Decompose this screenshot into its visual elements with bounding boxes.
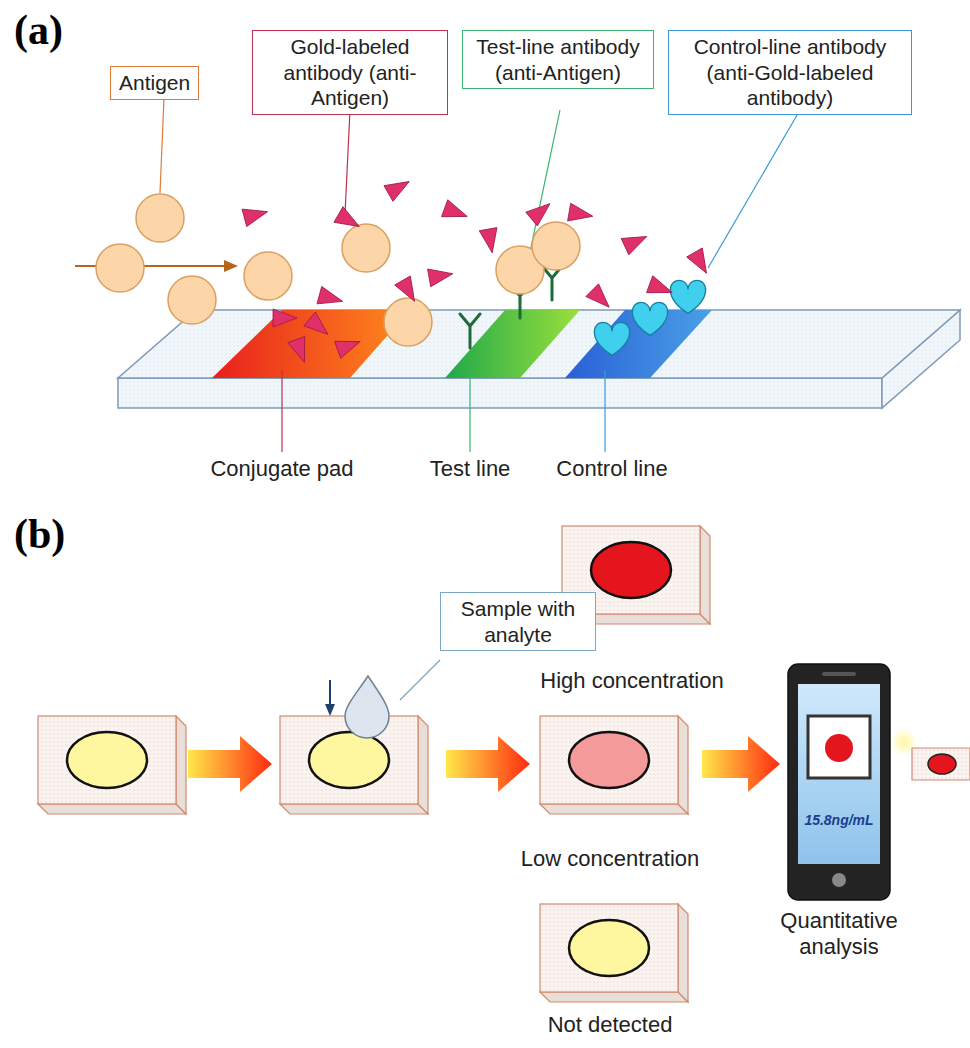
part-label: Control line <box>556 456 667 482</box>
test-zone <box>569 732 649 788</box>
phone-readout: 15.8ng/mL <box>804 812 873 828</box>
result-label: High concentration <box>540 668 723 694</box>
gold-antibody <box>317 286 345 310</box>
paper-pad <box>540 716 678 804</box>
paper-pad <box>38 716 176 804</box>
test-zone <box>309 732 389 788</box>
gold-antibody <box>526 197 556 226</box>
pad-side <box>700 526 710 624</box>
gold-antibody <box>428 265 455 287</box>
box-text: Sample with analyte <box>449 596 587 647</box>
gold-antibody <box>442 200 471 225</box>
gold-antibody <box>568 203 595 225</box>
box-text: Control-line antibody (anti-Gold-labeled… <box>677 34 903 111</box>
control-antibody-box: Control-line antibody (anti-Gold-labeled… <box>668 30 912 115</box>
control-antibody <box>594 322 629 355</box>
part-label: Conjugate pad <box>210 456 353 482</box>
gold-antibody <box>395 276 423 306</box>
gold-antibody <box>304 312 334 341</box>
gold-antibody <box>647 276 676 301</box>
pad-side <box>540 992 688 1002</box>
gold-antibody <box>621 228 650 254</box>
gold-antibody <box>586 284 616 314</box>
control-antibody <box>670 280 705 313</box>
result-label: Not detected <box>548 1012 673 1038</box>
paper-pad <box>540 904 678 992</box>
control-antibody <box>632 302 667 335</box>
test-antibody-box: Test-line antibody (anti-Antigen) <box>462 30 654 89</box>
antigen-label-box: Antigen <box>110 66 199 100</box>
panel-label: (a) <box>14 6 63 54</box>
pad-side <box>280 804 428 814</box>
gold-antibody <box>687 248 715 278</box>
pad-side <box>418 716 428 814</box>
box-text: Test-line antibody (anti-Antigen) <box>471 34 645 85</box>
caption-label: Quantitative analysis <box>764 908 914 960</box>
gold-antibody-box: Gold-labeled antibody (anti-Antigen) <box>252 30 448 115</box>
gold-antibody <box>273 309 297 327</box>
test-zone <box>67 732 147 788</box>
gold-antibody <box>288 337 313 366</box>
gold-antibody <box>479 228 501 255</box>
panel-label: (b) <box>14 510 65 558</box>
test-zone <box>569 920 649 976</box>
pad-side <box>176 716 186 814</box>
pad-side <box>678 716 688 814</box>
result-label: Low concentration <box>521 846 700 872</box>
box-text: Gold-labeled antibody (anti-Antigen) <box>261 34 439 111</box>
sample-box: Sample with analyte <box>440 592 596 651</box>
gold-antibody <box>242 203 270 227</box>
test-zone <box>591 542 671 598</box>
gold-antibody <box>334 207 364 235</box>
gold-antibody <box>335 333 364 358</box>
gold-antibody <box>384 174 414 202</box>
box-text: Antigen <box>119 70 190 96</box>
pad-side <box>38 804 186 814</box>
part-label: Test line <box>430 456 511 482</box>
pad-side <box>540 804 688 814</box>
pad-side <box>678 904 688 1002</box>
